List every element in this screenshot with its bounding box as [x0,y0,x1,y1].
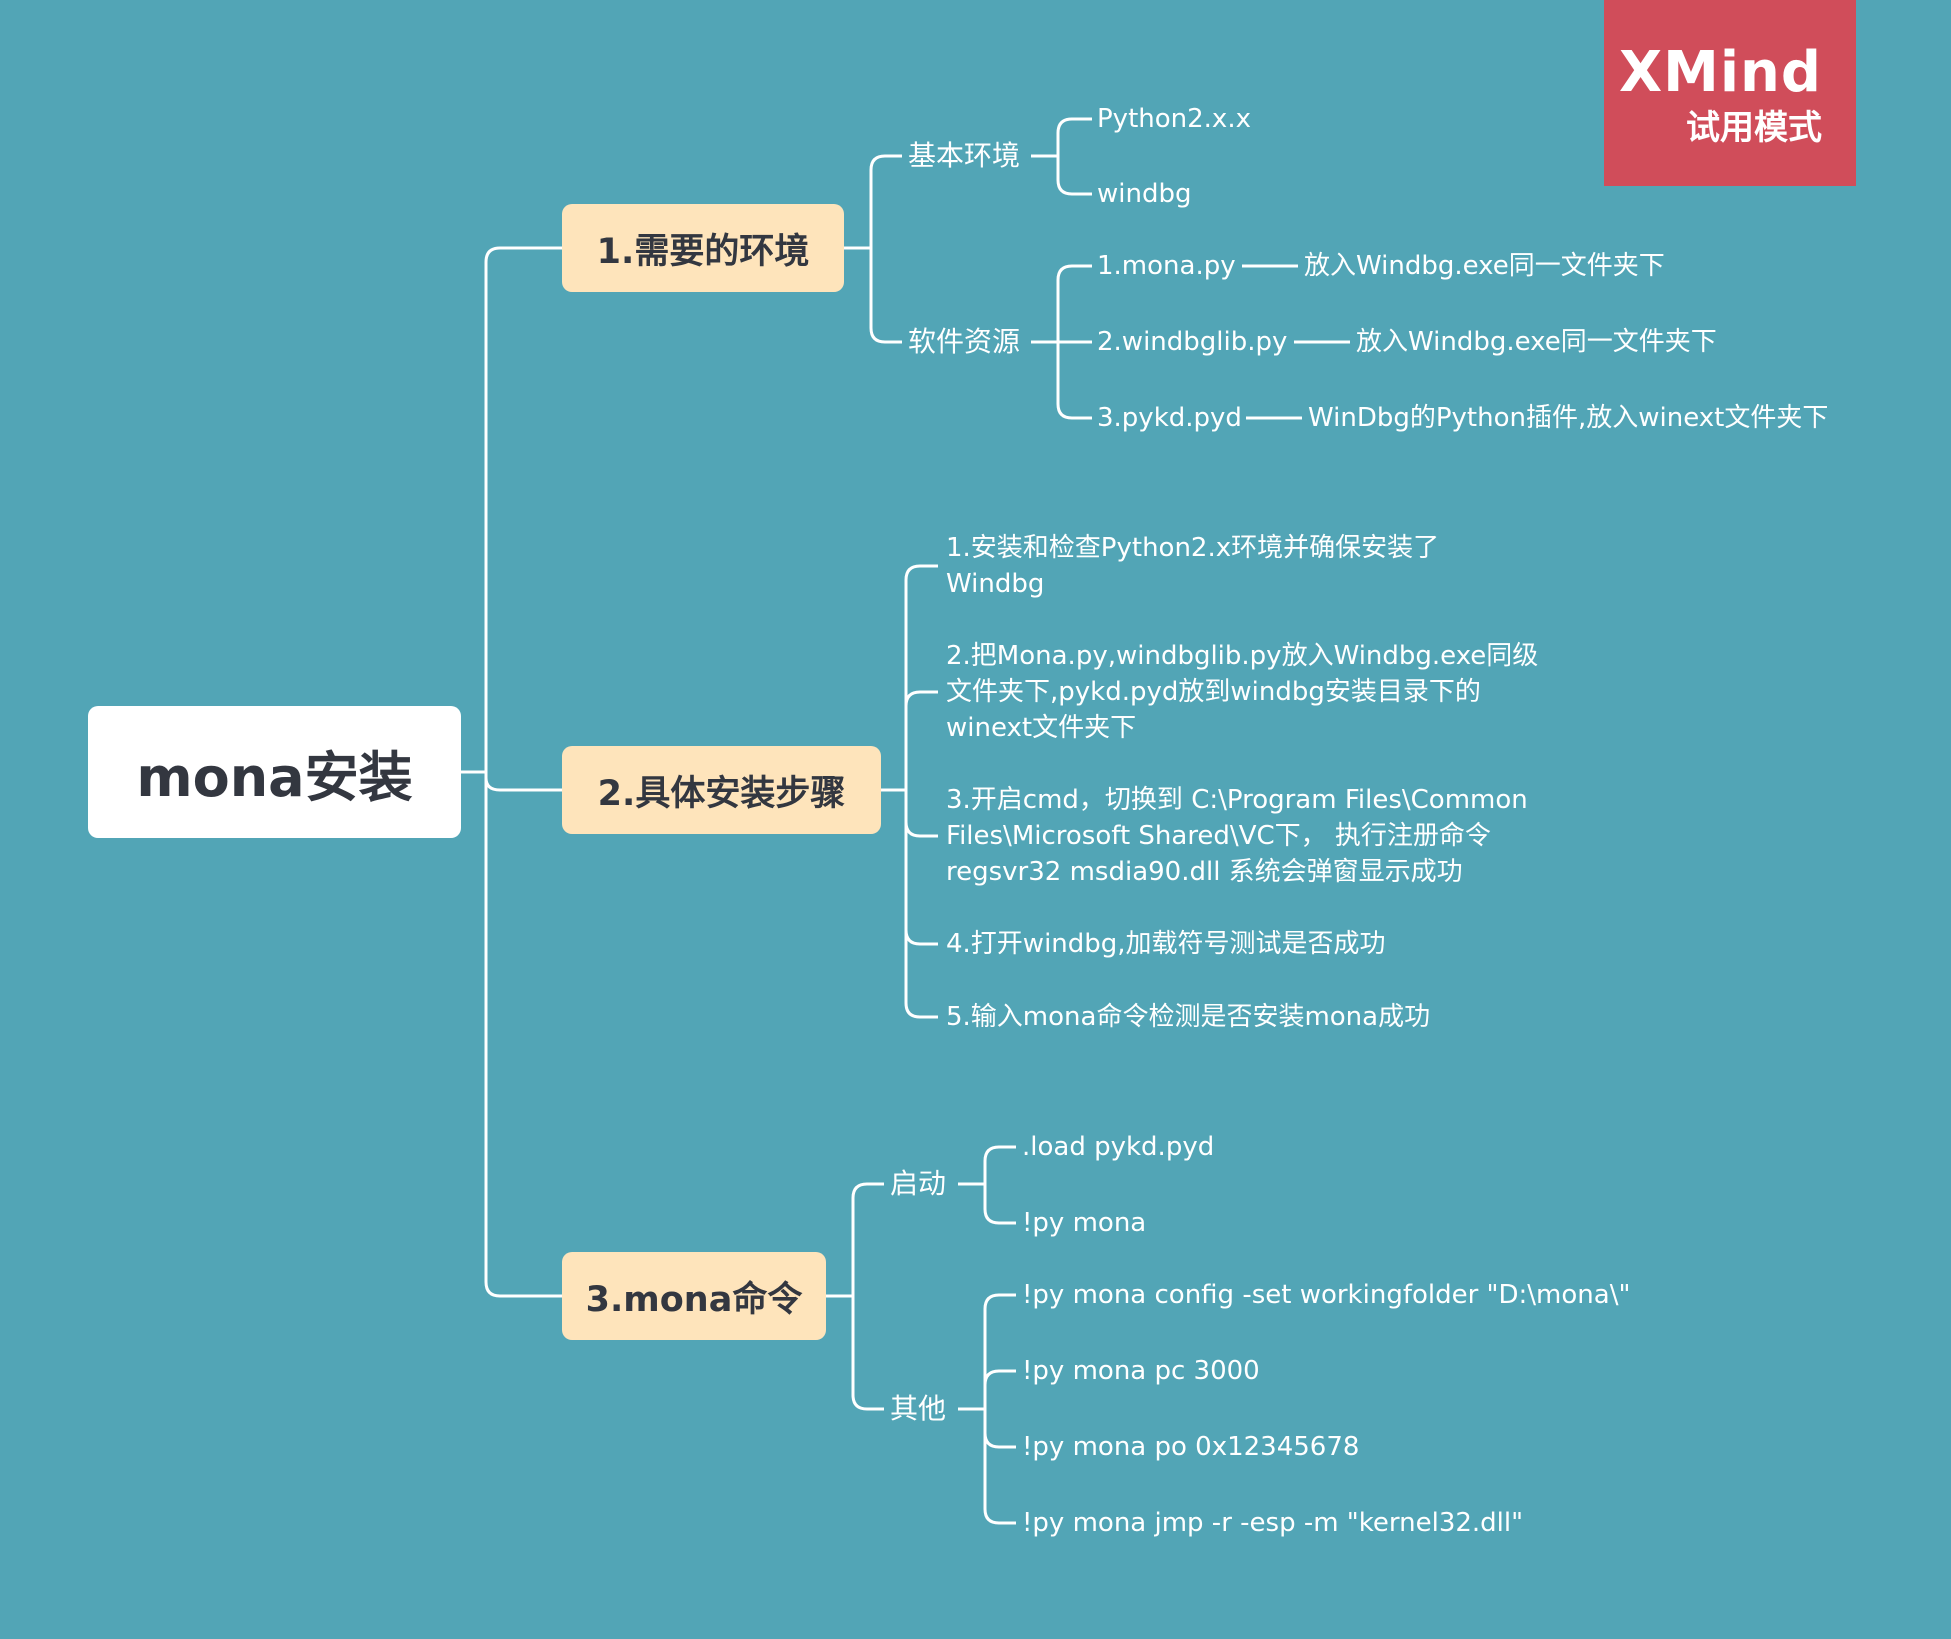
connector-b3-start [851,1182,884,1296]
step-1-line: Windbg [946,569,1045,599]
subtopic-startup[interactable]: 启动 [890,1167,947,1200]
root-topic[interactable]: mona安装 [88,706,461,838]
step-2-line: 文件夹下,pykd.pyd放到windbg安装目录下的 [946,677,1481,707]
step-1[interactable]: 1.安装和检查Python2.x环境并确保安装了 Windbg [946,530,1586,602]
trial-mode-label: 试用模式 [1686,108,1822,148]
step-3-line: Files\Microsoft Shared\VC下， 执行注册命令 [946,821,1491,851]
leaf-mona-config[interactable]: !py mona config -set workingfolder "D:\m… [1022,1280,1631,1310]
step-5-line: 5.输入mona命令检测是否安装mona成功 [946,1002,1431,1032]
connector-start-pymona [983,1184,1016,1225]
leaf-mona-po[interactable]: !py mona po 0x12345678 [1022,1432,1360,1462]
step-2-line: 2.把Mona.py,windbglib.py放入Windbg.exe同级 [946,641,1539,671]
leaf-mona-jmp[interactable]: !py mona jmp -r -esp -m "kernel32.dll" [1022,1508,1524,1538]
leaf-pykd-pyd[interactable]: 3.pykd.pyd [1097,403,1242,433]
leaf-mona-pc[interactable]: !py mona pc 3000 [1022,1356,1260,1386]
xmind-trial-watermark: XMind 试用模式 [1604,0,1856,186]
leaf-windbg[interactable]: windbg [1097,179,1192,209]
connector-res-mona [1056,264,1092,342]
connector-other-po [983,1409,1016,1449]
connector-other-pc [983,1369,1016,1409]
subtopic-other[interactable]: 其他 [890,1392,947,1425]
step-2-line: winext文件夹下 [946,713,1137,743]
connector-res-pykd [1056,342,1092,420]
step-3-line: 3.开启cmd，切换到 C:\Program Files\Common [946,785,1528,815]
connector-b3-other [851,1296,884,1411]
connector-root-b2 [484,772,562,792]
step-3-line: regsvr32 msdia90.dll 系统会弹窗显示成功 [946,857,1463,887]
branch-environment[interactable]: 1.需要的环境 [562,204,844,292]
branch-install-steps[interactable]: 2.具体安装步骤 [562,746,881,834]
connector-b1-res [869,248,902,344]
connector-env-python [1056,117,1092,156]
branch-mona-commands[interactable]: 3.mona命令 [562,1252,826,1340]
connector-b2-step1 [904,564,938,790]
connector-other-config [983,1293,1016,1409]
connector-b2-step3 [904,790,938,838]
note-windbglib-py[interactable]: 放入Windbg.exe同一文件夹下 [1356,327,1717,357]
connector-root-b1 [484,246,562,772]
step-2[interactable]: 2.把Mona.py,windbglib.py放入Windbg.exe同级 文件… [946,638,1586,746]
leaf-python[interactable]: Python2.x.x [1097,104,1251,134]
subtopic-basic-env[interactable]: 基本环境 [908,139,1021,172]
connector-other-jmp [983,1409,1016,1525]
step-1-line: 1.安装和检查Python2.x环境并确保安装了 [946,533,1440,563]
note-pykd-pyd[interactable]: WinDbg的Python插件,放入winext文件夹下 [1308,403,1829,433]
connector-b2-step2 [904,690,938,790]
connector-root-b3 [484,772,562,1298]
leaf-windbglib-py[interactable]: 2.windbglib.py [1097,327,1288,357]
leaf-load-pykd[interactable]: .load pykd.pyd [1022,1132,1215,1162]
subtopic-software-resources[interactable]: 软件资源 [908,325,1021,358]
xmind-logo-text: XMind [1618,40,1822,105]
connector-b2-step4 [904,790,938,946]
step-5[interactable]: 5.输入mona命令检测是否安装mona成功 [946,999,1586,1035]
leaf-mona-py[interactable]: 1.mona.py [1097,251,1236,281]
connector-start-load [983,1145,1016,1184]
note-mona-py[interactable]: 放入Windbg.exe同一文件夹下 [1304,251,1665,281]
step-3[interactable]: 3.开启cmd，切换到 C:\Program Files\Common File… [946,782,1586,890]
step-4[interactable]: 4.打开windbg,加载符号测试是否成功 [946,926,1586,962]
leaf-py-mona[interactable]: !py mona [1022,1208,1147,1238]
connector-env-windbg [1056,156,1092,196]
connector-b1-env [869,154,902,248]
connector-b2-step5 [904,790,938,1019]
step-4-line: 4.打开windbg,加载符号测试是否成功 [946,929,1386,959]
